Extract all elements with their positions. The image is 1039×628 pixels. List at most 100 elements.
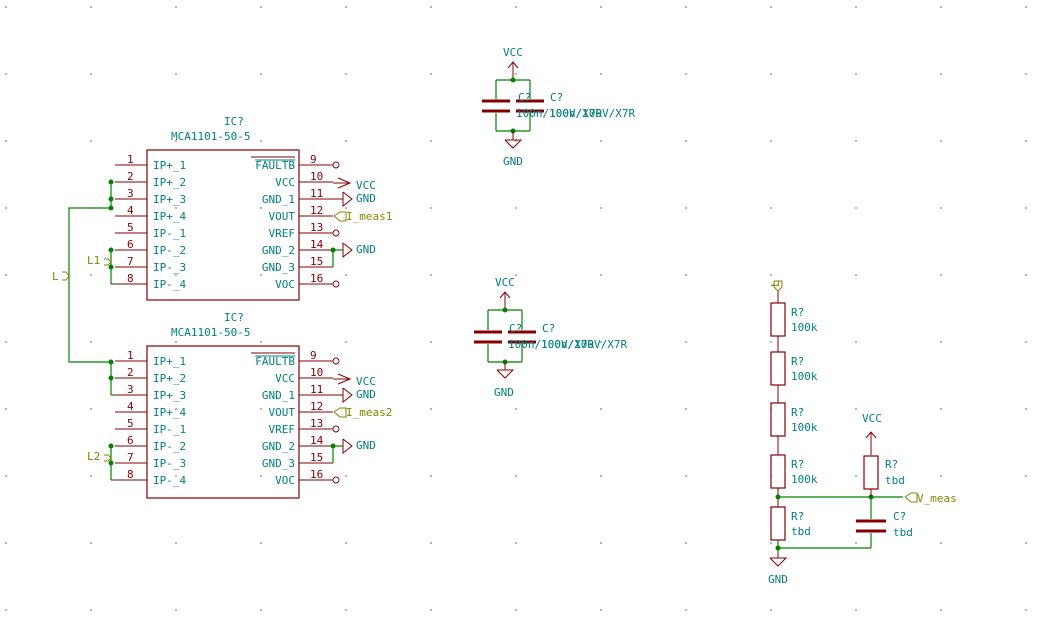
grid-dot bbox=[260, 140, 262, 142]
grid-dot bbox=[600, 542, 602, 544]
ic1-body bbox=[146, 149, 300, 301]
grid-dot bbox=[685, 408, 687, 410]
ic2-minus-net: L2 bbox=[87, 450, 100, 463]
pin-number: 14 bbox=[310, 434, 324, 447]
pin-name: IP-_2 bbox=[153, 440, 186, 453]
divider-resistor bbox=[770, 454, 786, 489]
grid-dot bbox=[855, 408, 857, 410]
grid-dot bbox=[940, 341, 942, 343]
no-connect-marker bbox=[332, 357, 340, 365]
cap1-left-ref: C? bbox=[518, 91, 531, 104]
pin-number: 8 bbox=[127, 272, 134, 285]
pin-number: 7 bbox=[127, 255, 134, 268]
grid-dot bbox=[600, 140, 602, 142]
grid-dot bbox=[90, 408, 92, 410]
link-net-label: L bbox=[52, 270, 59, 283]
ic2-right-pins: 9FAULTB10VCC11GND_112VOUT13VREF14GND_215… bbox=[255, 349, 340, 487]
ic2-body bbox=[146, 345, 300, 499]
pin-number: 14 bbox=[310, 238, 324, 251]
grid-dot bbox=[600, 408, 602, 410]
pin-number: 2 bbox=[127, 366, 134, 379]
grid-dot bbox=[175, 73, 177, 75]
pin-name: IP-_3 bbox=[153, 261, 186, 274]
cap1-vcc-label: VCC bbox=[503, 46, 523, 59]
pin-name: IP+_2 bbox=[153, 372, 186, 385]
grid-dot bbox=[685, 609, 687, 611]
grid-dot bbox=[175, 341, 177, 343]
pin-name: IP-_1 bbox=[153, 227, 186, 240]
grid-dot bbox=[600, 207, 602, 209]
pin-name: IP-_1 bbox=[153, 423, 186, 436]
grid-dot bbox=[90, 475, 92, 477]
cap2-left-value: 100n/100V/X7R bbox=[508, 338, 594, 351]
grid-dot bbox=[260, 341, 262, 343]
pin-number: 4 bbox=[127, 204, 134, 217]
grid-dot bbox=[855, 542, 857, 544]
grid-dot bbox=[855, 73, 857, 75]
grid-dot bbox=[90, 140, 92, 142]
cap2-gnd-label: GND bbox=[494, 386, 514, 399]
pin-number: 12 bbox=[310, 400, 323, 413]
grid-dot bbox=[770, 6, 772, 8]
no-connect-marker bbox=[332, 425, 340, 433]
grid-dot bbox=[90, 6, 92, 8]
grid-dot bbox=[685, 207, 687, 209]
grid-dot bbox=[855, 274, 857, 276]
pin-number: 9 bbox=[310, 349, 317, 362]
pin-name: IP-_4 bbox=[153, 278, 186, 291]
grid-dot bbox=[90, 73, 92, 75]
grid-dot bbox=[345, 6, 347, 8]
pin-name: IP-_2 bbox=[153, 244, 186, 257]
pin-name: VOC bbox=[275, 474, 295, 487]
grid-dot bbox=[175, 542, 177, 544]
pin-name: IP+_2 bbox=[153, 176, 186, 189]
grid-dot bbox=[940, 274, 942, 276]
grid-dot bbox=[940, 475, 942, 477]
grid-dot bbox=[1025, 542, 1027, 544]
pin-name: GND_3 bbox=[262, 261, 295, 274]
pullup-resistor: VCC R? tbd bbox=[862, 412, 905, 497]
grid-dot bbox=[685, 542, 687, 544]
grid-dot bbox=[600, 341, 602, 343]
pin-name: IP+_3 bbox=[153, 389, 186, 402]
grid-dot bbox=[430, 408, 432, 410]
pin-name: IP+_4 bbox=[153, 406, 186, 419]
grid-dot bbox=[90, 341, 92, 343]
grid-dot bbox=[515, 609, 517, 611]
cap-group-1[interactable]: VCC GND C? 100n/100V/X7R C? 100n/100V/X7… bbox=[482, 46, 635, 168]
pin-number: 11 bbox=[310, 187, 323, 200]
grid-dot bbox=[600, 609, 602, 611]
grid-dot bbox=[685, 475, 687, 477]
ic2-value: MCA1101-50-5 bbox=[171, 326, 250, 339]
grid-dot bbox=[770, 542, 772, 544]
pin-name: GND_1 bbox=[262, 389, 295, 402]
cap-group-2[interactable]: VCC GND C? 100n/100V/X7R C? 100n/100V/X7… bbox=[474, 276, 627, 399]
cap1-left-value: 100n/100V/X7R bbox=[516, 107, 602, 120]
divider-resistor-ref: R? bbox=[791, 406, 804, 419]
ic2-gnd2-label: GND bbox=[356, 439, 376, 452]
pin-number: 10 bbox=[310, 366, 323, 379]
cap2-right-value: 100n/100V/X7R bbox=[541, 338, 627, 351]
grid-dot bbox=[1025, 140, 1027, 142]
divider-resistor-value: tbd bbox=[791, 525, 811, 538]
grid-dot bbox=[430, 475, 432, 477]
ic2-vcc-label: VCC bbox=[356, 375, 376, 388]
grid-dot bbox=[685, 341, 687, 343]
pin-name: VCC bbox=[275, 372, 295, 385]
grid-dot bbox=[1025, 274, 1027, 276]
grid-dot bbox=[430, 542, 432, 544]
ic1-gnd2-label: GND bbox=[356, 243, 376, 256]
ic2-plus-bus bbox=[108, 359, 115, 396]
ic2-minus-bus: L2 bbox=[87, 443, 115, 481]
grid-dot bbox=[5, 609, 7, 611]
grid-dot bbox=[940, 140, 942, 142]
divider-gnd: GND bbox=[768, 540, 788, 586]
grid-dot bbox=[685, 6, 687, 8]
grid-dot bbox=[345, 140, 347, 142]
pin-number: 1 bbox=[127, 153, 134, 166]
